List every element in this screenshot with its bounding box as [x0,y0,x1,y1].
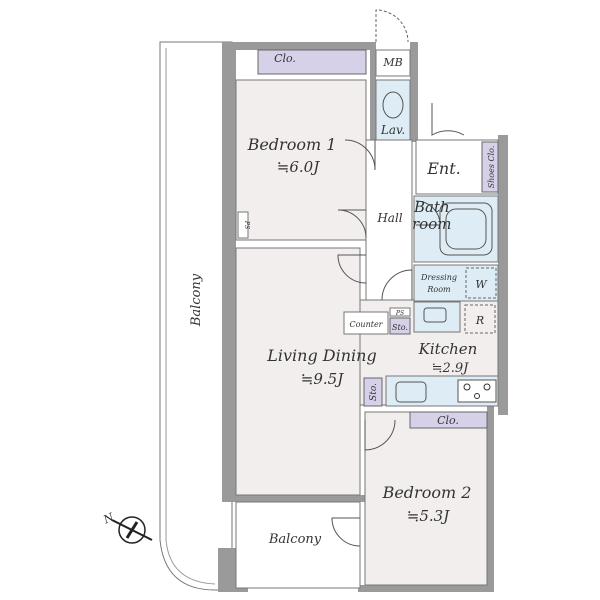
shoes-closet [481,141,499,193]
door-bedroom-1[interactable] [344,139,376,171]
label-compass-north: N [101,510,116,526]
wall-east-bed2 [487,405,494,590]
wall-lav [410,42,418,142]
label-closet-top: Clo. [274,52,296,65]
label-kitchen-area: ≒2.9J [432,361,470,376]
label-closet-bedroom-2: Clo. [437,414,459,427]
wall-west [222,42,236,498]
label-bedroom-1: Bedroom 1 [247,135,337,154]
counter [343,311,389,335]
label-living-dining-area: ≒9.5J [301,370,344,388]
room-lavatory [375,79,411,141]
stove-icon [457,379,497,403]
label-dressing-1: Dressing [420,273,457,282]
wall-north [222,42,372,50]
storage-kitchen [389,317,411,335]
closet-bedroom-2 [409,411,488,429]
washer-space [465,267,497,299]
kitchen-sink-icon [395,381,427,403]
room-living-dining [235,247,361,496]
label-bathroom-2: room [412,215,451,233]
label-balcony-bottom: Balcony [268,532,322,547]
label-storage-kitchen: Sto. [392,323,408,332]
pipe-space-1 [237,211,249,239]
label-shoes-closet: Shoes Clo. [487,146,496,189]
meter-box [375,49,411,77]
door-hall-bedroom1[interactable] [337,209,367,239]
basin-icon [423,307,447,323]
door-entrance[interactable] [431,103,465,136]
room-hall [365,139,413,301]
label-living-dining: Living Dining [266,346,376,365]
door-bathroom[interactable] [415,200,441,226]
label-entrance: Ent. [426,159,461,178]
label-meter-box: MB [382,56,402,69]
door-living[interactable] [337,254,367,284]
label-refrigerator: R [475,314,484,327]
label-hall: Hall [376,211,402,225]
door-meter-box[interactable] [375,9,409,43]
door-balcony[interactable] [331,517,361,547]
room-dressing [413,264,499,302]
wall-south-bed2 [358,585,494,592]
label-lavatory: Lav. [380,123,405,137]
label-bathroom-1: Bath [413,198,450,216]
label-pipe-space-2: PS [395,310,404,317]
label-pipe-space-1: PS [243,220,250,229]
room-bedroom-2 [364,411,488,586]
label-washer: W [475,278,488,291]
closet-top [257,49,367,75]
door-bedroom-2[interactable] [364,419,396,451]
refrigerator-space [464,304,496,334]
label-dressing-2: Room [426,285,451,294]
label-storage-living: Sto. [369,383,379,401]
balcony-bottom [235,501,361,589]
wall-mb [370,42,376,142]
storage-living [363,377,383,407]
label-bedroom-2: Bedroom 2 [382,483,472,502]
door-dressing[interactable] [381,269,413,301]
label-counter: Counter [349,320,383,329]
label-balcony-side: Balcony [189,273,204,327]
label-kitchen: Kitchen [418,340,478,358]
bathtub-icon [439,202,493,256]
compass-icon: N [101,510,153,544]
room-bedroom-1 [235,79,367,241]
wall-east [498,135,508,415]
label-bedroom-2-area: ≒5.3J [407,507,450,525]
pipe-space-2 [389,307,411,317]
toilet-icon [382,91,404,119]
label-bedroom-1-area: ≒6.0J [277,158,320,176]
sink-vanity [413,301,461,333]
wall-south-living [222,495,367,502]
